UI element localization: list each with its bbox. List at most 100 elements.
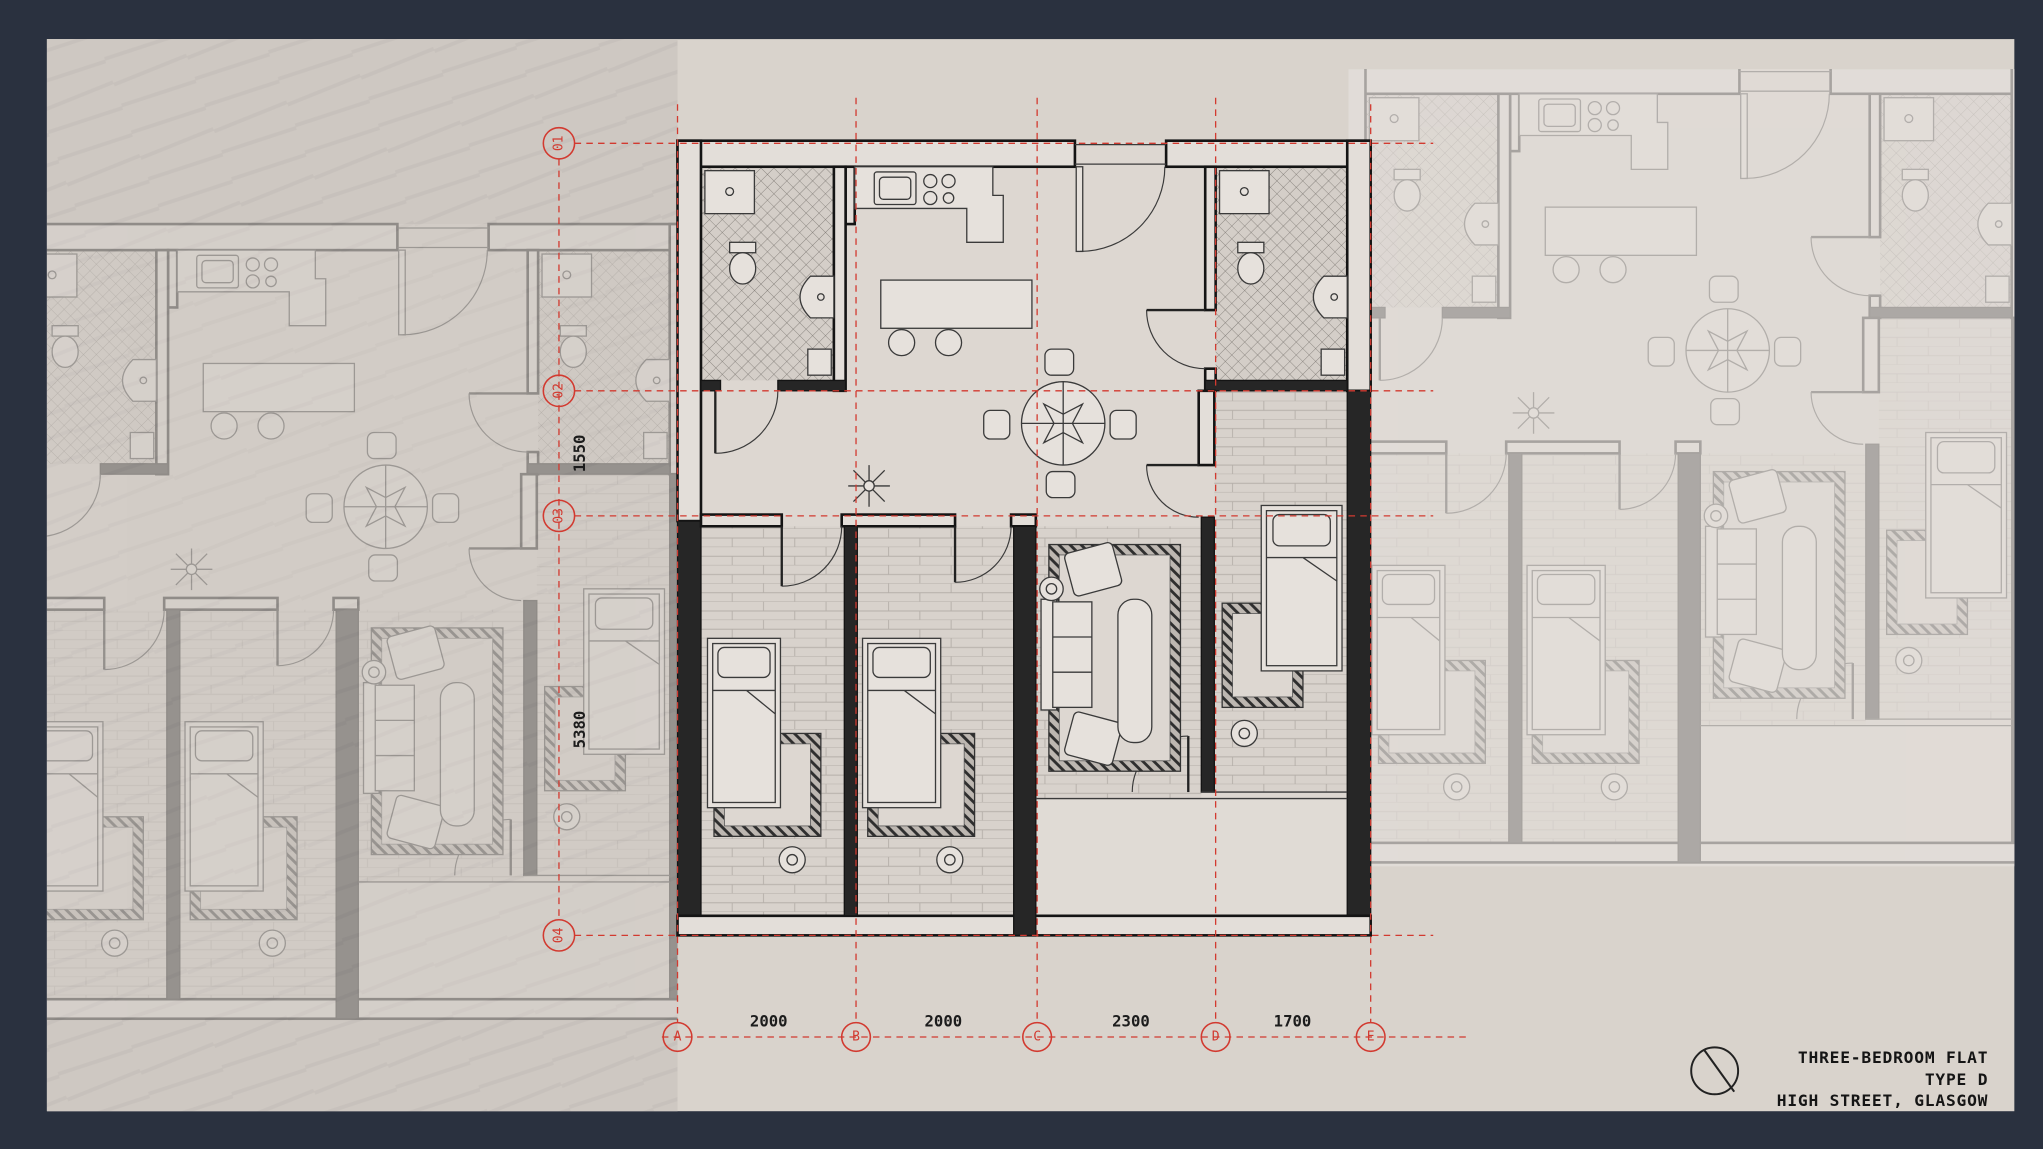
dining-set (983, 348, 1137, 499)
drawing-location: HIGH STREET, GLASGOW (1777, 1091, 1989, 1110)
grid-label-row-04: 04 (551, 927, 566, 943)
dimension-c-d: 2300 (1112, 1012, 1150, 1031)
floor-lamp (778, 846, 806, 874)
grid-label-col-a: A (674, 1029, 682, 1044)
dining-chair (1109, 409, 1137, 440)
wall-left-upper (676, 139, 703, 523)
wall-bedrooms-top-a (699, 513, 784, 528)
shower-drain (1239, 186, 1249, 197)
wall-kitchen-stub (844, 165, 857, 226)
entry-door-swing (1080, 166, 1166, 253)
wall-bathroom-right-bottom (1204, 379, 1348, 392)
grid-label-col-b: B (852, 1029, 860, 1044)
balcony-floor (1035, 798, 1348, 916)
wall-top-left (676, 139, 1077, 169)
bubble-circle (1200, 1021, 1231, 1053)
washbasin-tap (816, 293, 825, 301)
wall-bathroom-left-side (832, 165, 847, 393)
bedroom-3-furniture (1221, 504, 1343, 748)
kitchen-island (880, 279, 1033, 329)
sofa-cushion-lines (1052, 636, 1092, 673)
bubble-circle (1022, 1021, 1053, 1053)
main-floor-plan (676, 139, 1372, 937)
toilet-bowl (728, 252, 757, 285)
drawing-type: TYPE D (1925, 1070, 1988, 1089)
bedroom-2-furniture (861, 637, 976, 874)
bubble-circle (542, 126, 576, 160)
wall-bedrooms-top-b (840, 513, 957, 528)
kitchen (854, 166, 1033, 357)
mattress (867, 642, 937, 804)
mattress (1265, 510, 1338, 667)
bathroom-right-fixtures (1218, 170, 1348, 376)
dining-table-cross (1021, 381, 1105, 466)
walls (676, 139, 1372, 937)
grid-bubble-row-04: 04 (542, 918, 576, 952)
grid-lines (558, 97, 1466, 1038)
dining-chair (1044, 348, 1075, 376)
wall-top-right (1164, 139, 1372, 169)
grid-bubble-col-b: B (840, 1021, 872, 1053)
grid-bubble-col-c: C (1022, 1021, 1053, 1053)
floor-lamp-base (1238, 727, 1251, 740)
north-arrow-icon (1690, 1046, 1740, 1096)
bathroom-right-door-swing (1145, 310, 1206, 370)
wall-right-lower (1346, 390, 1372, 937)
title-block: THREE-BEDROOM FLAT TYPE D HIGH STREET, G… (1777, 1048, 1989, 1110)
grid-bubble-col-e: E (1355, 1021, 1386, 1053)
bubble-circle (542, 374, 576, 408)
pillow (717, 646, 771, 679)
ghost-plan-left (46, 222, 678, 1021)
grid-bubble-row-02: 02 (542, 374, 576, 408)
toilet-cistern (1237, 241, 1265, 254)
dimension-a-b: 2000 (750, 1012, 788, 1031)
grid-bubble-col-d: D (1200, 1021, 1231, 1053)
side-table (1039, 576, 1064, 602)
grid-label-col-c: C (1033, 1029, 1041, 1044)
bathroom-left-door-swing (715, 390, 779, 454)
plant-pot (863, 480, 875, 492)
toilet-bowl (1237, 252, 1265, 285)
grid-bubble-col-a: A (662, 1021, 693, 1053)
grid-label-col-d: D (1212, 1029, 1220, 1044)
ghost-plan-right (1348, 69, 2015, 864)
washbasin-tap (1330, 293, 1339, 301)
entry-threshold (1074, 143, 1167, 165)
entry-door-leaf (1075, 166, 1084, 253)
north-arrow-circle (1690, 1046, 1740, 1096)
blanket-fold (712, 689, 776, 715)
shower-tray (704, 170, 756, 215)
shower-tray (1218, 170, 1270, 215)
drawing-title: THREE-BEDROOM FLAT (1798, 1048, 1988, 1067)
wall-bedroom-3-lower (1200, 516, 1215, 793)
grid-label-row-02: 02 (551, 383, 566, 399)
dining-chair (983, 409, 1011, 440)
wall-bathroom-right-side-a (1203, 165, 1217, 312)
bubble-circle (662, 1021, 693, 1053)
wall-bathroom-left-bottom-a (700, 379, 722, 392)
kitchen-sink (873, 171, 917, 206)
grid-label-col-e: E (1367, 1029, 1375, 1044)
bar-stool (887, 328, 916, 357)
grid-bubble-row-03: 03 (542, 499, 576, 533)
mattress (712, 642, 776, 804)
floor-lamp (936, 846, 964, 874)
dining-table-star (1042, 402, 1085, 445)
ghost-right-clip (1348, 69, 2015, 864)
dimension-b-c: 2000 (925, 1012, 963, 1031)
side-table-top (1045, 582, 1058, 595)
bedroom-1-furniture (706, 637, 822, 874)
floor-lamp-base (786, 853, 799, 866)
bedroom-1-door-swing (781, 526, 843, 587)
dimension-d-e: 1700 (1274, 1012, 1312, 1031)
bathroom-cabinet (1320, 348, 1346, 376)
dining-chair (1045, 470, 1076, 499)
bubble-circle (840, 1021, 872, 1053)
pillow (1272, 513, 1331, 547)
living-furniture (1039, 542, 1182, 772)
grid-label-row-03: 03 (551, 508, 566, 524)
wall-right-upper (1345, 139, 1372, 393)
bar-stool (934, 328, 963, 357)
bathroom-cabinet (807, 348, 832, 376)
bedroom-2-door-swing (955, 526, 1012, 583)
